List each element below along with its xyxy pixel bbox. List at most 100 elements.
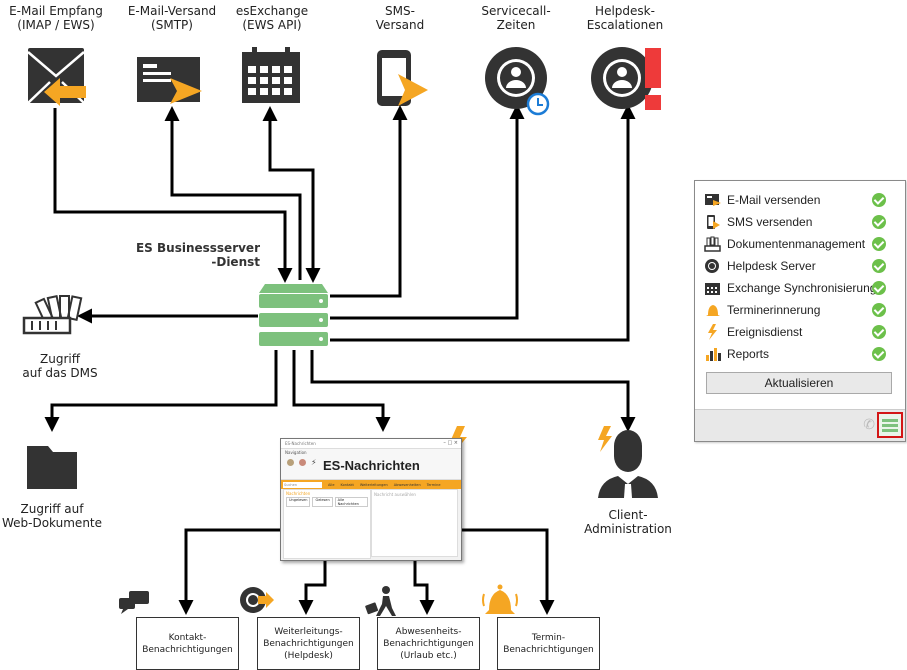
mail-send-icon bbox=[137, 57, 202, 104]
list-tab[interactable]: Ungelesen bbox=[286, 497, 311, 507]
connector-weiterleitung bbox=[298, 560, 327, 615]
service-status-panel: E-Mail versenden SMS versenden Dokumente… bbox=[694, 180, 906, 442]
check-icon bbox=[872, 281, 886, 295]
window-controls: – □ × bbox=[443, 440, 458, 446]
client-admin-label: Client- Administration bbox=[584, 508, 672, 536]
lifebuoy-icon bbox=[705, 259, 719, 273]
window-heading: ES-Nachrichten bbox=[323, 458, 420, 473]
list-tab[interactable]: Gelesen bbox=[312, 497, 333, 507]
box-kontakt: Kontakt- Benachrichtigungen bbox=[136, 617, 239, 670]
server-icon bbox=[259, 284, 328, 346]
mail-receive-icon bbox=[27, 48, 86, 106]
window-titlebar: ES-Nachrichten bbox=[281, 439, 461, 449]
admin-icon bbox=[598, 426, 658, 498]
status-item-label: Ereignisdienst bbox=[727, 325, 803, 339]
status-item-dms: Dokumentenmanagement bbox=[704, 234, 896, 254]
ribbon-icon: ⚡ bbox=[311, 458, 317, 467]
refresh-button[interactable]: Aktualisieren bbox=[706, 372, 892, 394]
connector-es-nachrichten bbox=[292, 350, 391, 432]
lifebuoy-clock-icon bbox=[485, 47, 550, 116]
connector-termin bbox=[460, 528, 555, 615]
node-label-mail-send: E-Mail-Versand (SMTP) bbox=[127, 4, 217, 32]
message-list: Nachrichten Ungelesen Gelesen Alle Nachr… bbox=[283, 489, 371, 559]
connector-kontakt bbox=[178, 528, 280, 615]
bell-icon bbox=[706, 305, 720, 316]
check-icon bbox=[872, 303, 886, 317]
dms-icon bbox=[22, 295, 83, 335]
status-item-reports: Reports bbox=[704, 344, 896, 364]
bell-icon bbox=[482, 584, 518, 614]
dms-icon bbox=[704, 236, 721, 252]
ribbon-icon bbox=[299, 459, 306, 466]
lightning-icon bbox=[708, 324, 717, 340]
phone-send-icon bbox=[377, 50, 428, 106]
connector-web-docs bbox=[44, 350, 278, 432]
list-header: Nachrichten bbox=[286, 491, 311, 496]
chat-bubbles-icon bbox=[119, 591, 149, 614]
phone-send-icon bbox=[707, 215, 720, 229]
detail-pane: Nachricht auswählen bbox=[371, 489, 458, 557]
status-item-exchange: Exchange Synchronisierung bbox=[704, 278, 896, 298]
status-item-label: Dokumentenmanagement bbox=[727, 237, 866, 251]
lifebuoy-alert-icon bbox=[591, 47, 661, 110]
connector-lines bbox=[44, 104, 636, 615]
dms-label: Zugriff auf das DMS bbox=[22, 352, 98, 380]
filter-contact[interactable]: Kontakt bbox=[340, 482, 354, 487]
search-input[interactable]: Suchen bbox=[283, 481, 322, 488]
check-icon bbox=[872, 259, 886, 273]
check-icon bbox=[872, 237, 886, 251]
box-abwesenheit: Abwesenheits- Benachrichtigungen (Urlaub… bbox=[377, 617, 480, 670]
status-item-reminder: Terminerinnerung bbox=[704, 300, 896, 320]
calendar-icon bbox=[705, 283, 720, 295]
list-columns: Ungelesen Gelesen Alle Nachrichten bbox=[284, 497, 370, 507]
check-icon bbox=[872, 193, 886, 207]
status-item-label: Terminerinnerung bbox=[727, 303, 821, 317]
status-item-mail: E-Mail versenden bbox=[704, 190, 896, 210]
status-item-sms: SMS versenden bbox=[704, 212, 896, 232]
node-label-sms: SMS- Versand bbox=[375, 4, 425, 32]
es-nachrichten-window: ES-Nachrichten – □ × Navigation ⚡ ES-Nac… bbox=[280, 438, 462, 561]
connector-exchange bbox=[262, 106, 321, 283]
node-label-helpdesk: Helpdesk- Escalationen bbox=[586, 4, 664, 32]
connector-client-admin bbox=[310, 350, 636, 432]
mail-send-icon bbox=[705, 194, 721, 206]
filter-bar: Suchen Alle Kontakt Weiterleitungen Abwe… bbox=[281, 480, 461, 489]
lifebuoy-forward-icon bbox=[240, 587, 274, 613]
panel-footer: ✆ bbox=[695, 409, 905, 441]
server-tray-icon[interactable] bbox=[877, 412, 903, 438]
node-label-exchange: esExchange (EWS API) bbox=[235, 4, 309, 32]
status-item-label: SMS versenden bbox=[727, 215, 813, 229]
web-docs-label: Zugriff auf Web-Dokumente bbox=[1, 502, 103, 530]
list-tab[interactable]: Alle Nachrichten bbox=[334, 497, 368, 507]
status-item-label: Helpdesk Server bbox=[727, 259, 816, 273]
traveler-icon bbox=[365, 586, 396, 616]
status-item-label: Exchange Synchronisierung bbox=[727, 281, 877, 295]
status-item-helpdesk: Helpdesk Server bbox=[704, 256, 896, 276]
window-ribbon: Navigation ⚡ bbox=[281, 449, 461, 480]
check-icon bbox=[872, 325, 886, 339]
folder-icon bbox=[27, 446, 77, 489]
node-label-mail-receive: E-Mail Empfang (IMAP / EWS) bbox=[9, 4, 103, 32]
filter-appointments[interactable]: Termine bbox=[426, 482, 441, 487]
calendar-icon bbox=[242, 47, 300, 103]
check-icon bbox=[872, 215, 886, 229]
filter-all[interactable]: Alle bbox=[328, 482, 335, 487]
connector-helpdesk bbox=[330, 104, 636, 342]
server-label: ES Businessserver -Dienst bbox=[135, 241, 260, 269]
status-item-events: Ereignisdienst bbox=[704, 322, 896, 342]
filter-absence[interactable]: Abwesenheiten bbox=[393, 482, 421, 487]
reports-icon bbox=[706, 348, 721, 361]
ribbon-menu: Navigation bbox=[285, 450, 307, 455]
status-item-label: E-Mail versenden bbox=[727, 193, 821, 207]
connector-servicecall bbox=[330, 104, 525, 320]
connector-abwesenheit bbox=[413, 560, 435, 615]
ribbon-icon bbox=[287, 459, 294, 466]
node-label-servicecall: Servicecall- Zeiten bbox=[481, 4, 551, 32]
box-termin: Termin- Benachrichtigungen bbox=[497, 617, 600, 670]
filter-forwarding[interactable]: Weiterleitungen bbox=[359, 482, 388, 487]
status-item-label: Reports bbox=[727, 347, 770, 361]
box-weiterleitung: Weiterleitungs- Benachrichtigungen (Help… bbox=[257, 617, 360, 670]
check-icon bbox=[872, 347, 886, 361]
connector-sms bbox=[330, 105, 408, 298]
